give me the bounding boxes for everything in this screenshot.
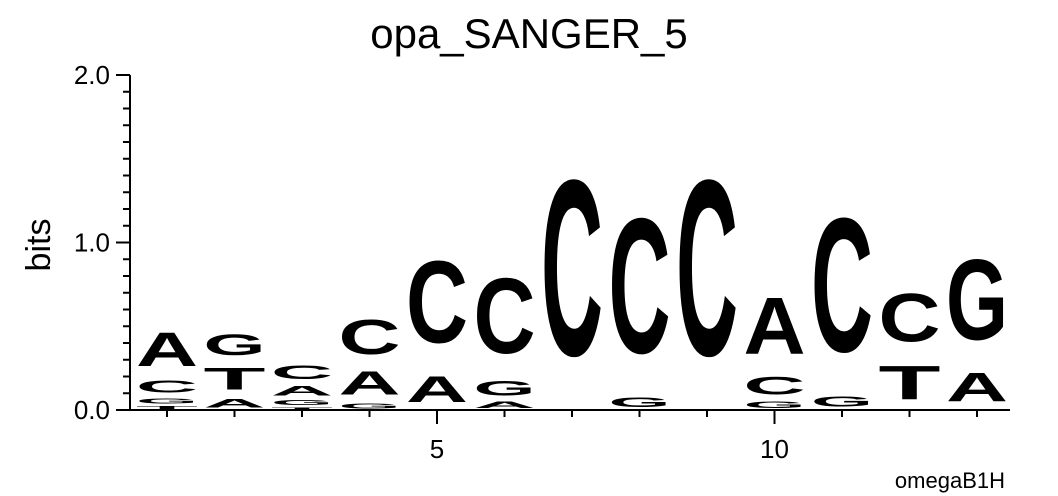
logo-letter-a: A [744, 281, 806, 371]
logo-letter-c: C [271, 362, 333, 384]
logo-letter-c: C [744, 372, 806, 400]
logo-letter-g: G [609, 395, 671, 410]
logo-letter-g: G [203, 328, 265, 361]
logo-letter-g: G [811, 393, 873, 410]
logo-letter-t: T [271, 407, 333, 410]
x-tick-label: 5 [430, 434, 444, 464]
logo-letter-c: C [136, 377, 198, 397]
logo-letter-c: C [811, 180, 873, 393]
y-axis-label: bits [20, 219, 58, 272]
logo-letter-a: A [271, 383, 333, 398]
axes: 0.0 1.0 2.0 5 10 [74, 60, 1010, 464]
logo-letter-a: A [136, 323, 198, 377]
logo-letter-c: C [338, 310, 400, 365]
logo-letter-g: G [136, 397, 198, 405]
logo-letter-a: A [474, 400, 536, 410]
y-tick-label: 1.0 [74, 228, 110, 258]
logo-letter-t: T [136, 405, 198, 410]
logo-letter-a: A [946, 365, 1008, 410]
y-tick-label: 2.0 [74, 60, 110, 90]
logo-letter-g: G [474, 377, 536, 400]
logo-letter-g: G [946, 235, 1008, 364]
x-tick-label: 10 [760, 434, 789, 464]
logo-letter-t: T [879, 356, 941, 410]
logo-letter-c: C [676, 127, 738, 408]
logo-letter-g: G [271, 398, 333, 406]
logo-letter-g: G [339, 402, 401, 410]
y-tick-label: 0.0 [74, 395, 110, 425]
chart-title: opa_SANGER_5 [370, 10, 688, 57]
logo-letter-c: C [541, 127, 603, 408]
logo-letter-a: A [406, 368, 468, 410]
footer-label: omegaB1H [895, 468, 1005, 493]
logo-letter-g: G [744, 400, 806, 410]
logo-letter-c: C [406, 237, 468, 368]
logo-letter-a: A [338, 365, 400, 402]
logo-letter-c: C [609, 178, 671, 394]
logo-letter-c: C [474, 256, 536, 377]
logo-letter-t: T [204, 361, 266, 396]
logo-letter-a: A [203, 397, 265, 410]
logo-letter-c: C [879, 280, 941, 356]
